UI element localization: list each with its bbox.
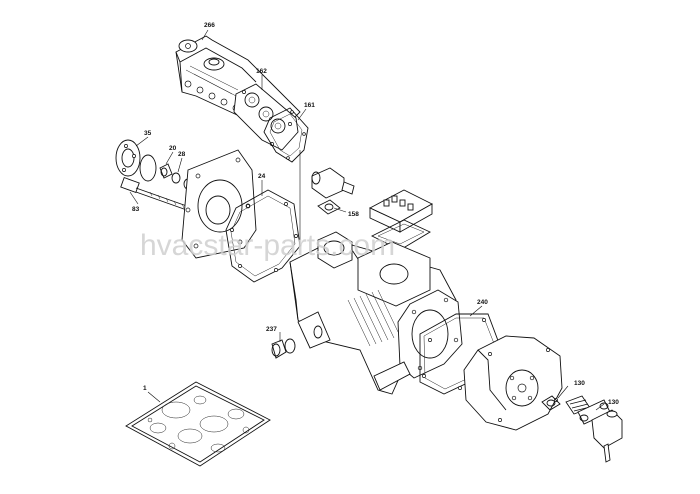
rear-cover xyxy=(463,335,563,431)
callout-20: 20 xyxy=(169,145,177,152)
callout-158: 158 xyxy=(348,211,359,218)
callout-28: 28 xyxy=(178,151,186,158)
valve-plate-162 xyxy=(233,83,299,151)
callout-161: 161 xyxy=(304,102,315,109)
pump-block xyxy=(368,189,433,251)
gasket-158 xyxy=(317,199,341,215)
gasket-24 xyxy=(225,189,301,283)
callout-24: 24 xyxy=(258,173,266,180)
callout-130-a: 130 xyxy=(574,380,585,387)
callout-162: 162 xyxy=(256,68,267,75)
watermark: hvacstar-parts.com xyxy=(140,229,395,262)
callout-35: 35 xyxy=(144,130,152,137)
callout-237: 237 xyxy=(266,326,277,333)
callout-1: 1 xyxy=(143,385,147,392)
flange-35 xyxy=(115,139,157,182)
callout-240: 240 xyxy=(477,299,488,306)
cover-237 xyxy=(271,338,296,359)
gasket-161 xyxy=(263,107,309,163)
compressor-body xyxy=(289,231,463,395)
callout-83: 83 xyxy=(132,206,140,213)
fitting-20 xyxy=(159,163,173,179)
gasket-130 xyxy=(541,395,561,411)
service-valve-130 xyxy=(591,409,623,463)
callout-130-b: 130 xyxy=(608,399,619,406)
leader-lines xyxy=(129,29,605,411)
service-valve xyxy=(311,167,355,199)
flange-fitting-130 xyxy=(565,395,611,425)
callout-266: 266 xyxy=(204,22,215,29)
gasket-kit-1 xyxy=(125,381,271,467)
end-cover xyxy=(181,149,257,259)
